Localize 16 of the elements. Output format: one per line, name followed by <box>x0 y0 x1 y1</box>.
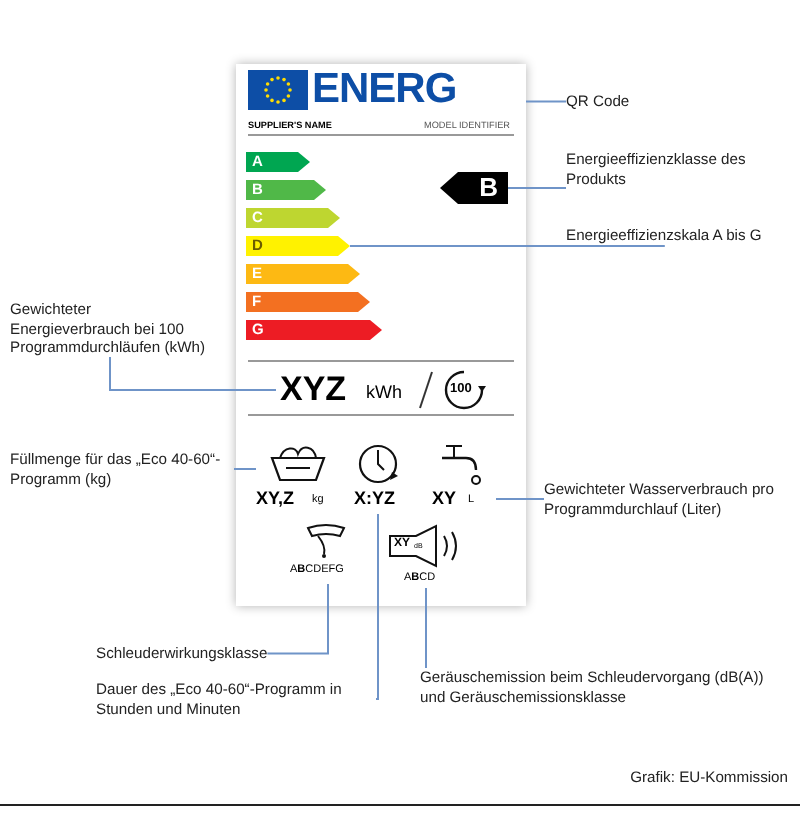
energy-value: XYZ <box>280 370 347 410</box>
leader-line <box>525 100 567 103</box>
water-value: XY <box>432 488 457 508</box>
energy-label-heading: ENERG <box>312 66 457 114</box>
leader-line <box>495 498 545 500</box>
leader-line <box>266 583 329 655</box>
leader-line <box>375 513 379 700</box>
unit-text: kWh <box>366 382 402 402</box>
leader-line <box>109 356 277 391</box>
capacity-value: XY,Z <box>256 488 295 508</box>
leader-line <box>425 587 427 669</box>
leader-line <box>349 244 665 247</box>
energy-label-card <box>236 64 526 606</box>
leader-line <box>507 187 567 189</box>
duration-value: X:YZ <box>354 488 396 508</box>
leader-line <box>233 468 257 470</box>
